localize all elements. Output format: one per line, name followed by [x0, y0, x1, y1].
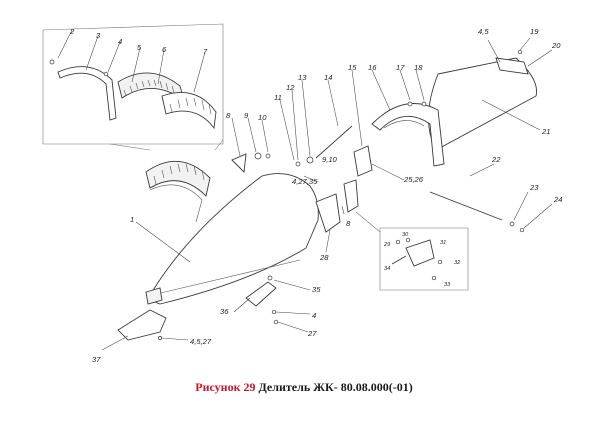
part-13-nut [306, 156, 314, 164]
callout-3: 3 [96, 31, 101, 40]
callout-34: 34 [384, 266, 390, 272]
callout-22: 22 [491, 155, 501, 164]
callout-2: 2 [69, 27, 75, 36]
part-8-plate [231, 153, 247, 173]
callout-4-27-35: 4,27,35 [292, 177, 318, 186]
lever-detail-connector [355, 211, 381, 233]
part-34-pin [391, 255, 407, 265]
callout-10: 10 [258, 113, 267, 122]
callout-24: 24 [553, 195, 562, 204]
callout-25-26: 25,26 [403, 175, 424, 184]
part-9-10-bracket [343, 179, 359, 213]
callout-20: 20 [551, 41, 561, 50]
part-22-rod [429, 191, 503, 221]
installed-cover-ribs [153, 163, 205, 185]
part-9-nut [254, 152, 262, 160]
callout-36: 36 [220, 307, 229, 316]
part-23-nut [509, 221, 515, 227]
callout-21: 21 [541, 127, 550, 136]
figure-label: Рисунок 29 [195, 380, 256, 394]
callout-16: 16 [368, 63, 377, 72]
callout-28: 28 [319, 253, 329, 262]
part-10-washer [265, 153, 271, 159]
cone-base-ridge [147, 259, 301, 297]
lever-detail-frame [379, 227, 469, 291]
part-4-bolt [103, 71, 109, 77]
part-20-clip [495, 57, 529, 75]
part-15-hinge [353, 145, 373, 177]
part-31-lever [405, 239, 435, 267]
figure-title: Делитель ЖК- 80.08.000(-01) [258, 380, 413, 394]
part-5-ribs [123, 79, 175, 97]
cone-nose [145, 287, 163, 305]
callout-7: 7 [203, 47, 208, 56]
part-2-bolt [49, 59, 55, 65]
detail-connector-right [214, 139, 224, 151]
part-17-bolt [407, 101, 413, 107]
part-36-bracket [245, 281, 277, 307]
callout-11: 11 [274, 93, 282, 102]
callout-4-lower: 4 [312, 311, 316, 320]
part-4-lower-bolt [271, 309, 277, 315]
callout-4-5-27: 4,5,27 [190, 337, 212, 346]
part-16-inner [383, 120, 425, 129]
callout-23: 23 [529, 183, 539, 192]
part-7-ribs [169, 97, 212, 115]
callout-5: 5 [137, 43, 142, 52]
lever-detail [355, 211, 469, 291]
part-37-nose-tip [117, 309, 167, 341]
part-18-bolt [421, 101, 427, 107]
part-33-nut [431, 275, 437, 281]
part-3-strip [57, 66, 117, 121]
callout-9-10: 9,10 [322, 155, 338, 164]
callout-19: 19 [530, 27, 539, 36]
callout-15: 15 [348, 63, 357, 72]
callout-1: 1 [130, 215, 134, 224]
callout-35: 35 [312, 285, 321, 294]
callout-33: 33 [444, 282, 451, 288]
part-12-washer [295, 161, 301, 167]
detail-frame [42, 23, 224, 145]
part-24-washer [519, 227, 525, 233]
part-7-curved-plate [161, 91, 217, 130]
leader-lines [57, 29, 553, 351]
callout-12: 12 [286, 83, 295, 92]
figure-caption: Рисунок 29 Делитель ЖК- 80.08.000(-01) [0, 380, 608, 395]
callout-31: 31 [440, 240, 446, 246]
part-4-5-27-bolt [158, 336, 162, 340]
callout-8-lower: 8 [346, 219, 351, 228]
callout-4: 4 [118, 37, 122, 46]
callout-32: 32 [454, 260, 461, 266]
part-14-rod [315, 125, 353, 159]
callout-37: 37 [92, 355, 101, 364]
callout-30: 30 [402, 232, 409, 238]
detail-view-panels [42, 23, 224, 151]
installed-ribbed-cover [145, 160, 211, 197]
callout-17: 17 [396, 63, 405, 72]
part-19-bolt [517, 49, 523, 55]
callout-29: 29 [383, 242, 390, 248]
part-35-bolt [267, 275, 273, 281]
part-30-nut [405, 237, 411, 243]
part-28-lever [315, 193, 341, 233]
callout-14: 14 [324, 73, 332, 82]
part-1-cone-body [149, 173, 319, 305]
part-29-bolt [395, 239, 401, 245]
divider-cone [145, 160, 319, 305]
part-27-nut [273, 319, 279, 325]
installed-strip [149, 184, 203, 223]
callout-9: 9 [244, 111, 249, 120]
detail-connector-left [109, 143, 151, 151]
part-32-bolt [437, 259, 443, 265]
callout-13: 13 [298, 73, 307, 82]
callout-8: 8 [226, 111, 231, 120]
callout-4-5: 4,5 [478, 27, 489, 36]
part-16-bracket [371, 103, 445, 167]
callout-labels: 2 3 4 5 6 7 8 9 10 11 12 13 14 15 16 17 … [69, 27, 562, 364]
callout-27: 27 [307, 329, 317, 338]
top-plate-assembly [295, 49, 538, 233]
callout-18: 18 [414, 63, 423, 72]
callout-6: 6 [162, 45, 167, 54]
